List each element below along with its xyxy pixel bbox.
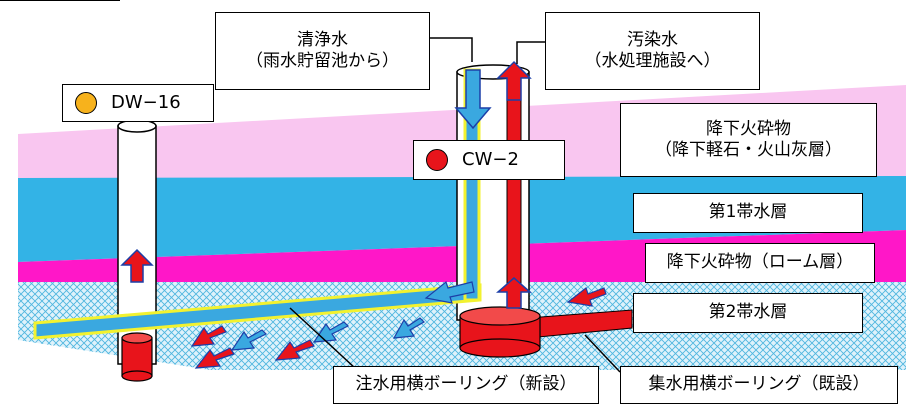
aquifer2-text: 第2帯水層 [708,302,788,323]
injection-boring-label: 注水用横ボーリング（新設） [333,366,599,404]
cw2-label: CW−2 [413,140,565,180]
clean-water-source: （雨水貯留池から） [246,51,399,71]
clean-water-label: 清浄水 （雨水貯留池から） [215,12,430,90]
dirty-water-title: 汚染水 [627,29,678,50]
dw16-sump [121,337,153,377]
dw16-label: DW−16 [62,84,214,122]
circle-marker-icon [426,149,448,171]
leader-line-collection [584,334,621,373]
collection-boring-label: 集水用横ボーリング（既設） [620,366,898,404]
arrow-flow-icon [566,287,607,307]
dirty-water-label: 汚染水 （水処理施設へ） [545,12,760,90]
aquifer1-text: 第1帯水層 [708,202,788,223]
top-rule [0,0,120,1]
arrow-down-icon [454,69,492,130]
arrow-up-icon [496,277,532,309]
arrow-flow-icon [392,317,425,339]
clean-water-title: 清浄水 [297,29,348,50]
aquifer1-label: 第1帯水層 [633,193,863,233]
arrow-up-icon [120,248,154,283]
loam-label: 降下火砕物（ローム層） [645,243,875,283]
arrow-flow-icon [190,325,227,347]
leader-line-clean-water [430,37,473,62]
dirty-water-destination: （水処理施設へ） [584,51,721,71]
arrow-flow-icon [424,280,475,304]
collection-boring-text: 集水用横ボーリング（既設） [648,374,870,395]
pyroclastic-title: 降下火砕物 [706,118,791,139]
arrow-flow-icon [194,347,235,369]
pyroclastic-sub: （降下軽石・火山灰層） [655,140,842,160]
dw16-name: DW−16 [111,91,181,113]
arrow-flow-icon [274,339,315,361]
aquifer2-label: 第2帯水層 [633,293,863,333]
loam-text: 降下火砕物（ローム層） [666,252,854,273]
injection-boring-text: 注水用横ボーリング（新設） [355,374,577,395]
circle-marker-icon [75,92,97,114]
pyroclastic-label: 降下火砕物 （降下軽石・火山灰層） [620,103,877,177]
cw2-name: CW−2 [462,148,519,170]
arrow-flow-icon [230,329,268,351]
arrow-up-icon [496,60,532,101]
leader-line-dirty-water [516,41,545,64]
